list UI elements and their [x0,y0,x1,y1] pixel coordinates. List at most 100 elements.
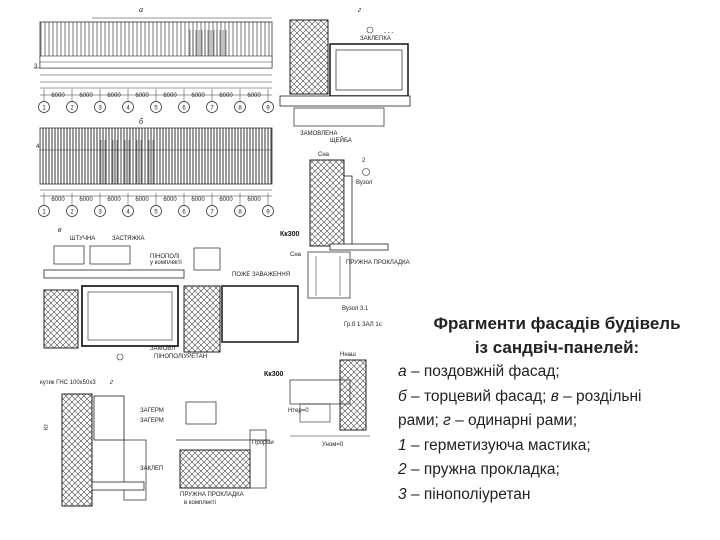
svg-text:2: 2 [362,158,366,164]
mid-axis-label: 5 [154,210,158,216]
svg-text:ЗАГЕРМ: ЗАГЕРМ [140,408,164,414]
mid-dimension: 6000 [51,197,65,203]
node-top-right: г ЗАКЛЕПКА - - - ЗАМОВЛЕНА ЩЕЙБА [279,5,411,144]
svg-text:ПІНОПОЛІУРЕТАН: ПІНОПОЛІУРЕТАН [154,354,207,360]
top-dimension: 6000 [51,93,65,99]
top-axis-label: 6 [182,106,186,112]
mid-axis-marker [94,205,106,217]
node-g: кутик ГНС 100х50х3 г Кт ЗАГЕРМ ЗАГЕРМ ЗА… [40,377,164,507]
svg-text:ПРУЖНА ПРОКЛАДКА: ПРУЖНА ПРОКЛАДКА [180,492,244,498]
view-label-b: б [139,117,144,126]
mid-axis-marker [178,205,190,217]
top-axis-label: 1 [42,106,46,112]
svg-text:3: 3 [34,64,38,70]
svg-text:Нтер=0: Нтер=0 [288,408,309,414]
svg-text:Гр.б 1 ЗАЛ 1с: Гр.б 1 ЗАЛ 1с [344,322,382,328]
mid-axis-marker [38,205,50,217]
svg-text:Вузол: Вузол [356,180,373,186]
top-axis-label: 9 [266,106,270,112]
caption: Фрагменти фасадів будівель із сандвіч-па… [398,312,716,507]
mid-axis-marker [122,205,134,217]
caption-line-g: рами; г – одинарні рами; [398,412,578,429]
mid-axis-label: 4 [126,210,130,216]
top-axis-marker [178,101,190,113]
svg-text:г: г [358,5,361,14]
top-axis-marker [66,101,78,113]
caption-line-3: 3 – пінополіуретан [398,485,531,503]
caption-line-2: 2 – пружна прокладка; [398,461,560,478]
top-dimension: 6000 [107,93,121,99]
mid-axis-marker [150,205,162,217]
top-axis-marker [234,101,246,113]
mid-axis-label: 3 [98,210,102,216]
callout-angle: кутик ГНС 100х50х3 [40,380,96,386]
mid-axis-marker [206,205,218,217]
svg-text:Кт: Кт [44,424,50,430]
view-label-v: в [58,225,62,234]
svg-text:- - -: - - - [384,30,393,36]
svg-text:Уном=0: Уном=0 [322,442,344,448]
svg-text:4: 4 [36,144,40,150]
callout-node: Вузол 3.1 [342,306,369,312]
mid-dimension: 6000 [191,197,205,203]
view-label-a: а [139,5,143,14]
top-dimension: 6000 [219,93,233,99]
svg-text:ПІНОПОЛІ: ПІНОПОЛІ [150,254,180,260]
svg-text:ЗАГЕРМ: ЗАГЕРМ [140,418,164,424]
svg-text:ЗАМОВЛЕНА: ЗАМОВЛЕНА [300,131,338,137]
top-axis-marker [38,101,50,113]
mid-axis-label: 2 [70,210,74,216]
svg-text:ЗАСТЯЖКА: ЗАСТЯЖКА [112,236,145,242]
mid-axis-label: 7 [210,210,214,216]
mid-dimension: 6000 [79,197,93,203]
mid-axis-marker [66,205,78,217]
node-mid-bottom: Прорізи ПРУЖНА ПРОКЛАДКА в комплекті [176,401,274,506]
top-axis-marker [206,101,218,113]
top-axis-marker [262,101,274,113]
callout-kk300-1: Кк300 [280,231,300,238]
svg-text:Сна: Сна [318,152,330,158]
mid-dimension: 6000 [135,197,149,203]
caption-title-line2: із сандвіч-панелей: [474,338,640,357]
top-axis-label: 3 [98,106,102,112]
mid-axis-label: 9 [266,210,270,216]
mid-dimension: 6000 [163,197,177,203]
top-axis-label: 2 [70,106,74,112]
svg-text:Сна: Сна [290,252,302,258]
top-axis-marker [94,101,106,113]
svg-text:у комплекті: у комплекті [150,260,182,266]
svg-text:Прорізи: Прорізи [252,440,274,446]
svg-text:Ннаш: Ннаш [340,352,356,358]
svg-text:ПРУЖНА ПРОКЛАДКА: ПРУЖНА ПРОКЛАДКА [346,260,410,266]
svg-text:ЗАКЛЕПКА: ЗАКЛЕПКА [360,36,391,42]
mid-axis-marker [262,205,274,217]
top-axis-marker [150,101,162,113]
mid-axis-label: 6 [182,210,186,216]
mid-axis-marker [234,205,246,217]
top-dimension: 6000 [135,93,149,99]
top-dimension: 6000 [79,93,93,99]
top-axis-label: 4 [126,106,130,112]
caption-title-line1: Фрагменти фасадів будівель [433,314,681,333]
svg-text:ЗАКЛЕП: ЗАКЛЕП [140,466,163,472]
top-dimension: 6000 [247,93,261,99]
caption-line-a: а – поздовжній фасад; [398,363,560,380]
svg-text:ЗАМОВЛ: ЗАМОВЛ [150,346,175,352]
svg-text:в комплекті: в комплекті [184,500,216,506]
node-mid-right: Сна 2 Вузол Кк300 Сна ПРУЖНА ПРОКЛАДКА [280,152,410,299]
top-axis-marker [122,101,134,113]
mid-axis-label: 8 [238,210,242,216]
svg-text:г: г [110,377,113,386]
svg-text:ПОЖЕ ЗАВАЖЕННЯ: ПОЖЕ ЗАВАЖЕННЯ [232,272,290,278]
svg-text:ШТУЧНА: ШТУЧНА [70,236,95,242]
node-v: в ШТУЧНА ЗАСТЯЖКА ПІНОПОЛІ у комплекті П… [43,225,299,361]
caption-line-1: 1 – герметизуюча мастика; [398,436,591,454]
node-right-bottom: Кк300 Вузол 3.1 Гр.б 1 ЗАЛ 1с Уном=0 Нте… [264,306,382,448]
mid-dimension: 6000 [219,197,233,203]
mid-dimension: 6000 [107,197,121,203]
caption-line-b: б – торцевий фасад; в – роздільні [398,387,642,405]
top-dimension: 6000 [163,93,177,99]
